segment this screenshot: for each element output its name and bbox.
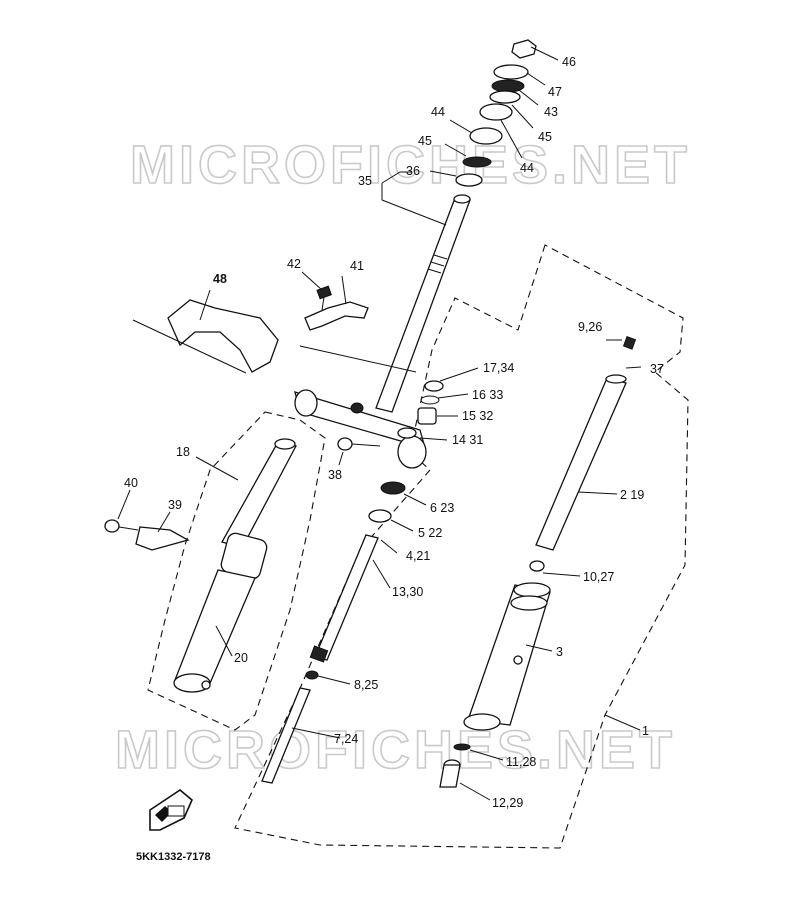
callout-47: 47 [548, 85, 562, 99]
callout-13-30: 13,30 [392, 585, 423, 599]
callout-45-right: 45 [538, 130, 552, 144]
bracket-39 [135, 526, 190, 551]
bracket-48 [167, 299, 279, 373]
callout-41: 41 [350, 259, 364, 273]
left-fork-assembly [173, 438, 297, 693]
watermark-top: MICROFICHES.NET [130, 135, 691, 195]
seal-clip-stack [368, 380, 444, 523]
right-fork-inner-tube [529, 335, 637, 572]
callout-11-28: 11,28 [506, 755, 536, 769]
callout-2-19: 2 19 [620, 488, 644, 502]
callout-7-24: 7,24 [334, 732, 358, 746]
callout-4-21: 4,21 [406, 549, 430, 563]
steering-bearing-stack [455, 39, 537, 187]
callout-9-26: 9,26 [578, 320, 602, 334]
callout-1: 1 [642, 724, 649, 738]
callout-46-top: 46 [562, 55, 576, 69]
callout-12-29: 12,29 [492, 796, 523, 810]
callout-5-22: 5 22 [418, 526, 442, 540]
bolt-42 [316, 285, 332, 311]
callout-37: 37 [650, 362, 664, 376]
callout-20: 20 [234, 651, 248, 665]
callout-44-left: 44 [431, 105, 445, 119]
callout-45-left: 45 [418, 134, 432, 148]
right-fork-outer-tube [463, 582, 551, 731]
watermark-bottom: MICROFICHES.NET [115, 720, 676, 780]
callout-48: 48 [213, 272, 227, 286]
callout-35: 35 [358, 174, 372, 188]
leader-lines [117, 46, 642, 801]
callout-43: 43 [544, 105, 558, 119]
callout-3: 3 [556, 645, 563, 659]
bolt-40 [104, 519, 139, 533]
callout-36: 36 [406, 164, 420, 178]
callout-8-25: 8,25 [354, 678, 378, 692]
callout-6-23: 6 23 [430, 501, 454, 515]
diagram-code: 5KK1332-7178 [136, 851, 211, 863]
left-fork-assembly-boundary [147, 411, 326, 731]
bolt-38 [337, 437, 381, 451]
steering-stem [375, 194, 471, 413]
bolt-12-29 [439, 759, 461, 788]
callout-10-27: 10,27 [583, 570, 614, 584]
bracket-41 [304, 301, 369, 331]
callout-14-31: 14 31 [452, 433, 483, 447]
callout-38: 38 [328, 468, 342, 482]
callout-17-34: 17,34 [483, 361, 514, 375]
callout-40: 40 [124, 476, 138, 490]
fork-spring [309, 534, 379, 663]
right-fork-assembly-boundary [234, 244, 689, 849]
callout-39: 39 [168, 498, 182, 512]
callout-15-32: 15 32 [462, 409, 493, 423]
damper-rod [261, 670, 319, 784]
callout-42: 42 [287, 257, 301, 271]
callout-16-33: 16 33 [472, 388, 503, 402]
callout-18: 18 [176, 445, 190, 459]
front-direction-icon [149, 789, 193, 831]
callout-44-right: 44 [520, 161, 534, 175]
washer-11-28 [453, 743, 471, 751]
